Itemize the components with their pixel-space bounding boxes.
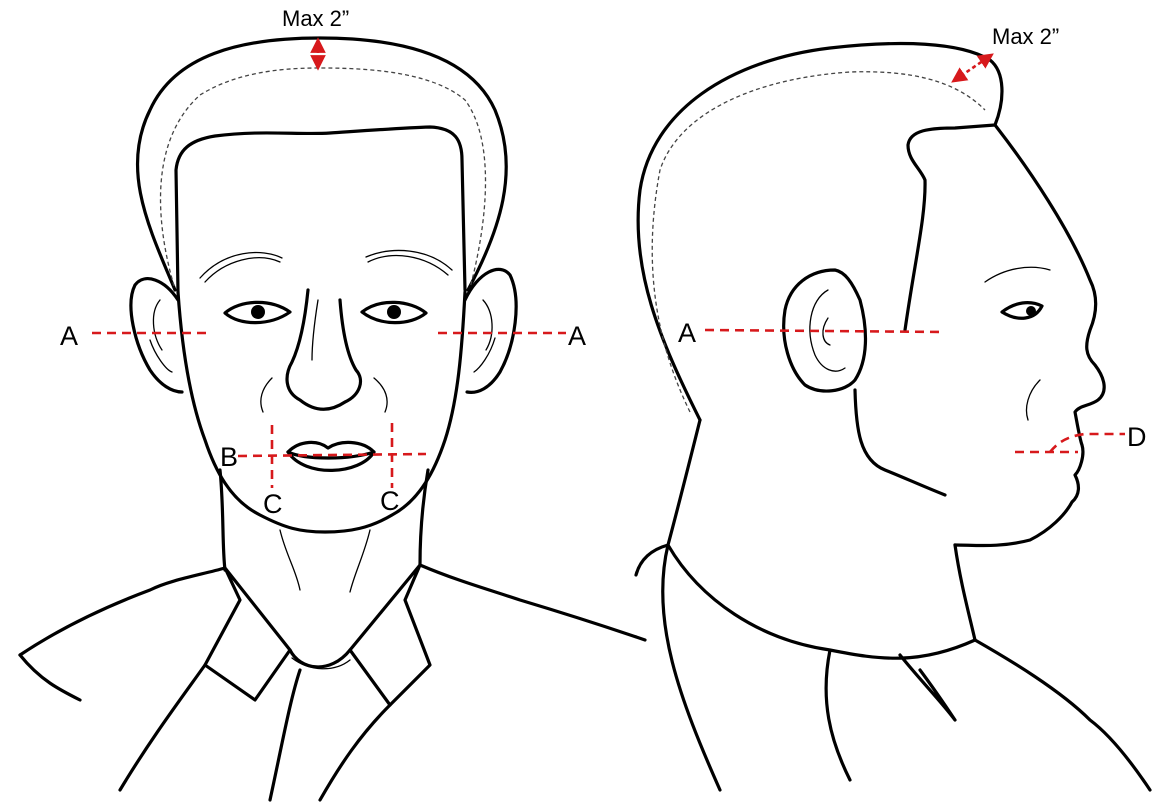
side-eye	[1002, 303, 1042, 319]
side-smile-line	[1027, 380, 1041, 420]
front-c-right-label: C	[380, 486, 400, 516]
front-neck-left	[220, 470, 225, 570]
side-neck-back	[668, 420, 700, 545]
front-shirt-left-edge	[20, 655, 205, 790]
side-a-label: A	[678, 318, 696, 348]
front-hairline	[176, 127, 465, 292]
side-view-figure	[636, 44, 1150, 790]
front-left-ear	[131, 279, 182, 392]
front-left-pupil	[251, 305, 265, 319]
front-b-label: B	[220, 442, 238, 472]
front-nose	[287, 290, 360, 409]
front-upper-lip	[288, 442, 374, 452]
side-eyebrow	[985, 267, 1050, 282]
front-right-smile-line	[374, 378, 387, 412]
front-right-ear	[465, 269, 516, 392]
front-right-pupil	[387, 305, 401, 319]
side-pupil	[1026, 306, 1036, 316]
side-jaw-line	[855, 390, 945, 495]
side-neck-front	[955, 545, 975, 640]
front-collar-right	[350, 565, 645, 705]
diagram-labels: Max 2” Max 2” A A A B C C D	[60, 6, 1147, 519]
front-left-smile-line	[261, 378, 272, 412]
front-hair-outline	[137, 38, 506, 290]
side-a-guide	[705, 330, 944, 332]
side-d-lip-guide	[1050, 434, 1125, 452]
front-c-left-label: C	[263, 489, 283, 519]
front-nose-bridge-detail	[312, 300, 318, 360]
front-a-left-label: A	[60, 321, 78, 351]
side-face-profile	[955, 125, 1104, 546]
measurement-guides	[92, 42, 1125, 488]
side-max-arrow	[955, 56, 990, 80]
front-view-figure	[20, 38, 645, 800]
front-shirt-placket	[270, 650, 390, 800]
front-b-guide	[238, 454, 426, 456]
front-scalp-dotted-line	[161, 68, 486, 288]
front-neck-detail	[280, 530, 370, 592]
side-d-label: D	[1127, 422, 1147, 452]
front-right-ear-inner	[474, 300, 495, 372]
front-max-label: Max 2”	[282, 6, 349, 31]
front-collar-left	[20, 568, 290, 700]
side-collar-lapel	[900, 655, 955, 720]
side-max-label: Max 2”	[992, 24, 1059, 49]
front-left-ear-inner	[150, 300, 172, 372]
front-a-right-label: A	[568, 321, 586, 351]
side-collar	[663, 545, 1150, 790]
front-right-eyebrow	[366, 250, 452, 275]
side-hair-front	[905, 125, 995, 330]
front-left-eyebrow	[200, 253, 282, 282]
